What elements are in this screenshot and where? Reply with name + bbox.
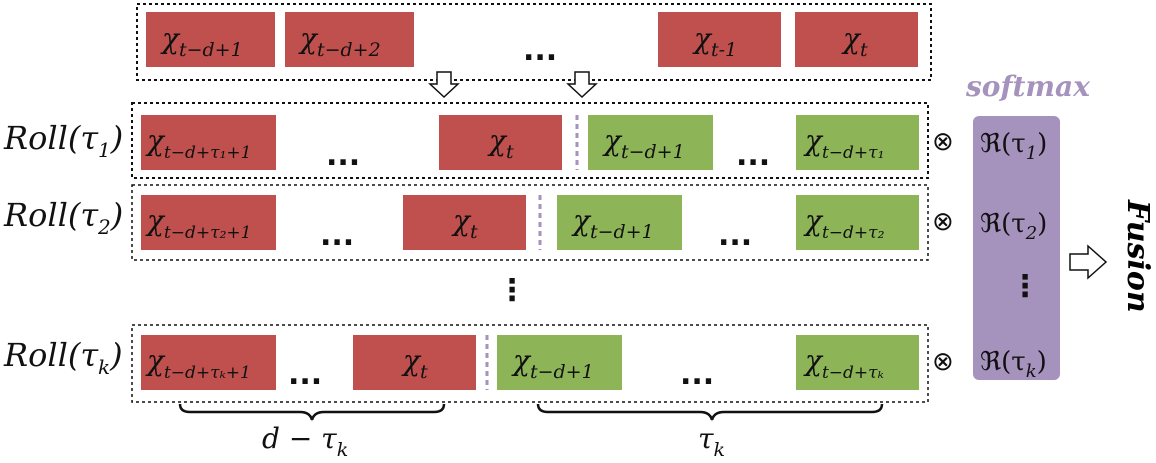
top-block-3-label: χt-1 [692,22,737,61]
row-2-green-first [557,195,682,250]
roll-label-2: Roll(τ2) [3,196,123,239]
roll-row-1: Roll(τ1) χt−d+τ₁+1 ... χt χt−d+1 ... χt−… [3,102,1047,179]
top-row: χt−d+1 χt−d+2 ... χt-1 χt [136,3,932,81]
top-block-2 [285,12,414,67]
top-block-2-label: χt−d+2 [298,22,381,61]
row-2-ellipsis-red: ... [320,218,354,253]
row-1-ellipsis-green: ... [736,138,770,173]
row-k-green-first-label: χt−d+1 [511,344,594,383]
roll-row-k-frame [131,324,929,403]
roll-row-k: Roll(τk) χt−d+τₖ+1 ... χt χt−d+1 ... χt−… [3,324,1047,403]
top-block-3 [658,12,781,67]
rows-vertical-ellipsis: ⋮ [497,273,527,308]
roll-row-2-frame [131,184,929,261]
row-k-red-last [353,335,476,390]
row-2-red-last [403,195,526,250]
row-1-green-first-label: χt−d+1 [602,124,685,163]
top-block-4 [795,12,918,67]
brace-right-label: τk [698,422,725,461]
row-1-red-first-label: χt−d+τ₁+1 [145,124,251,163]
row-k-green-last [796,335,919,390]
brace-right [536,403,884,421]
top-row-ellipsis: ... [523,33,557,68]
row-1-green-first [588,115,713,170]
top-block-1-label: χt−d+1 [160,22,243,61]
fusion-arrow [1069,244,1108,280]
row-1-green-last [796,115,919,170]
top-block-4-label: χt [841,22,868,61]
down-arrow-1 [428,71,460,99]
down-arrow-2 [566,71,598,99]
row-2-red-last-label: χt [451,204,478,243]
row-k-red-last-label: χt [401,344,428,383]
softmax-vertical-ellipsis: ⋮ [1010,269,1040,304]
row-1-otimes: ⊗ [932,127,954,157]
top-block-1 [146,12,275,67]
row-2-red-first-label: χt−d+τ₂+1 [145,204,251,243]
roll-label-k: Roll(τk) [3,336,123,379]
row-k-otimes: ⊗ [932,347,954,377]
softmax-label: softmax [965,70,1090,103]
roll-label-1: Roll(τ1) [3,119,123,162]
row-k-ellipsis-green: ... [680,357,714,392]
row-k-green-last-label: χt−d+τₖ [803,344,884,383]
brace-left-label: d − τk [262,422,348,461]
top-row-frame [136,3,932,81]
row-1-weight: ℜ(τ1) [980,129,1047,164]
row-2-otimes: ⊗ [932,207,954,237]
row-k-ellipsis-red: ... [288,357,322,392]
row-2-green-last [796,195,919,250]
roll-row-1-frame [131,102,929,179]
brace-left [178,403,446,421]
row-k-weight: ℜ(τk) [980,347,1047,382]
row-k-red-first-label: χt−d+τₖ+1 [145,344,251,383]
row-1-red-last-label: χt [487,124,514,163]
row-k-green-first [497,335,622,390]
row-k-red-first [141,335,276,390]
roll-row-2: Roll(τ2) χt−d+τ₂+1 ... χt χt−d+1 ... χt−… [3,184,1047,261]
row-2-weight: ℜ(τ2) [980,209,1047,244]
row-1-ellipsis-red: ... [326,138,360,173]
row-2-ellipsis-green: ... [718,218,752,253]
row-1-red-first [141,115,276,170]
fusion-label: Fusion [1120,199,1155,313]
softmax-panel [973,116,1060,380]
row-2-green-last-label: χt−d+τ₂ [803,204,885,243]
row-1-red-last [439,115,562,170]
row-2-red-first [141,195,276,250]
row-1-green-last-label: χt−d+τ₁ [803,124,884,163]
row-2-green-first-label: χt−d+1 [571,204,654,243]
